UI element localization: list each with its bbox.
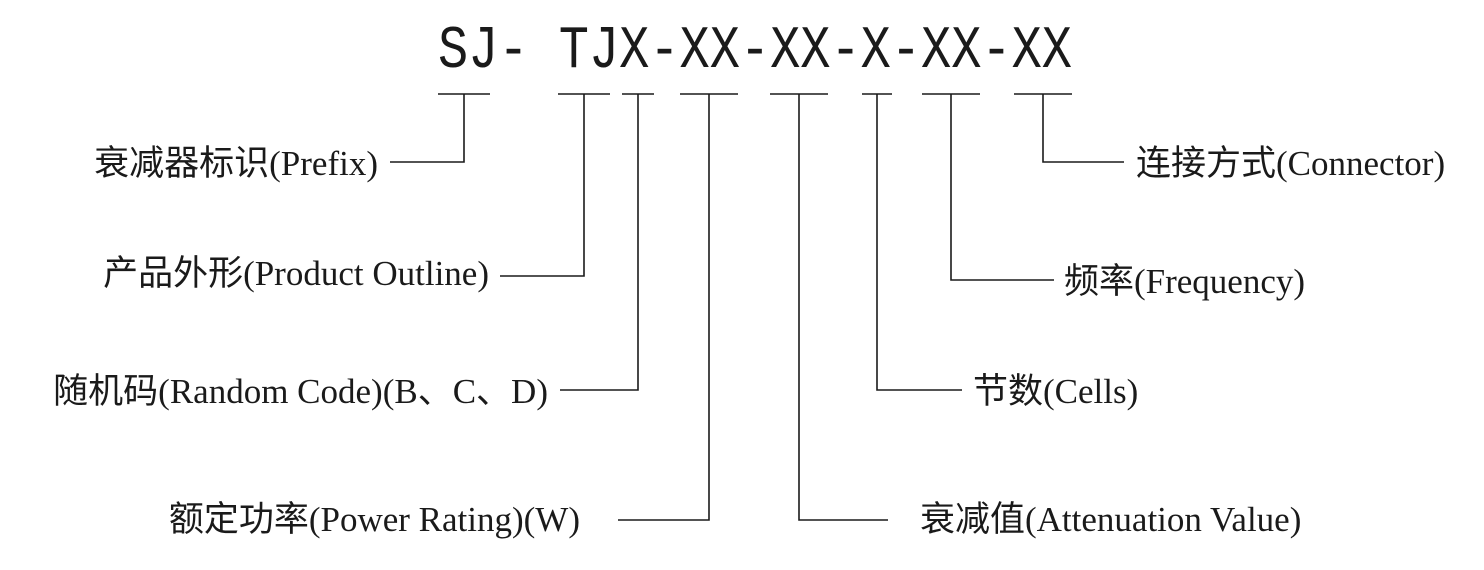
label-attenuation-value: 衰减值(Attenuation Value) bbox=[920, 500, 1301, 539]
leader-connector bbox=[1042, 94, 1124, 163]
leader-lines bbox=[390, 94, 1124, 521]
label-cells: 节数(Cells) bbox=[973, 372, 1138, 411]
leader-outline bbox=[500, 94, 585, 277]
label-random-code: 随机码(Random Code)(B、C、D) bbox=[53, 372, 548, 411]
model-code: SJ- TJX-XX-XX-X-XX-XX bbox=[438, 18, 1072, 86]
label-connector: 连接方式(Connector) bbox=[1136, 144, 1445, 183]
leader-power bbox=[618, 94, 710, 521]
leader-attenuation bbox=[798, 94, 888, 521]
leader-prefix bbox=[390, 94, 465, 163]
leader-frequency bbox=[950, 94, 1054, 281]
label-prefix: 衰减器标识(Prefix) bbox=[94, 144, 378, 183]
label-frequency: 频率(Frequency) bbox=[1064, 262, 1305, 301]
label-product-outline: 产品外形(Product Outline) bbox=[103, 254, 489, 293]
leader-random bbox=[560, 94, 639, 391]
label-power-rating: 额定功率(Power Rating)(W) bbox=[169, 500, 580, 539]
leader-cells bbox=[876, 94, 962, 391]
